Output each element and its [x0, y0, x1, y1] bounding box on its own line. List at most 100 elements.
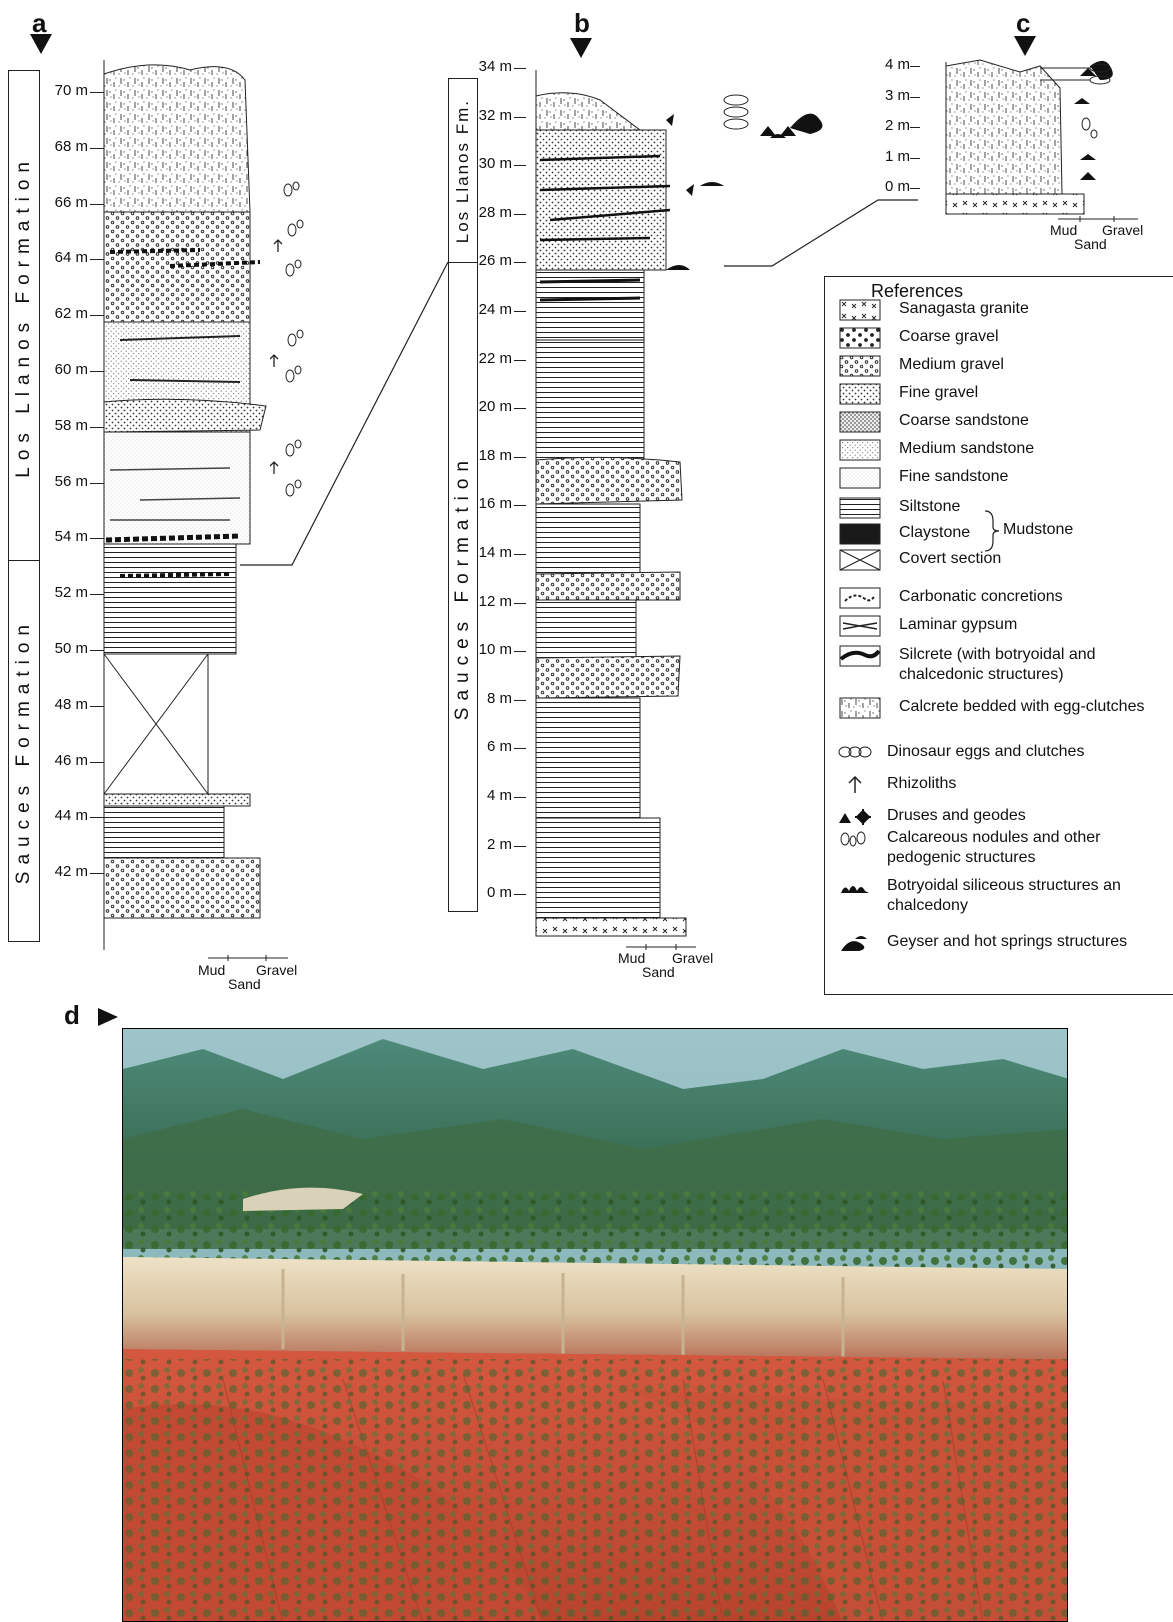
- botryoidal-icon: [841, 886, 869, 893]
- legend-label: Medium gravel: [899, 356, 1004, 373]
- legend-symbol-label: Calcareous nodules and other: [887, 829, 1101, 846]
- grain-mud-b: Mud: [618, 950, 646, 966]
- panel-d-label: d: [64, 1000, 80, 1030]
- axis-tick-label: 8 m: [486, 689, 512, 707]
- axis-tick-mark: [90, 538, 104, 540]
- grain-gravel-c: Gravel: [1102, 222, 1144, 238]
- legend-label: Fine gravel: [899, 384, 979, 401]
- axis-tick-label: 3 m: [884, 86, 910, 104]
- legend-swatch-granite: [839, 299, 881, 321]
- formation-los-llanos-b: Los Llanos Fm.: [448, 78, 478, 264]
- axis-tick-mark: [514, 262, 526, 264]
- legend-swatch-fine-gravel: [839, 383, 881, 405]
- eggs-arrows-c: [1040, 63, 1111, 85]
- axis-tick-label: 20 m: [478, 398, 512, 416]
- legend-swatch-calcrete: [839, 697, 881, 719]
- formation-sauces-b: Sauces Formation: [448, 262, 478, 912]
- formation-los-llanos-a: Los Llanos Formation: [8, 70, 40, 562]
- panel-d-arrow: [98, 1008, 118, 1026]
- symbols-column-a: [270, 181, 304, 497]
- legend-symbol-label: chalcedony: [887, 897, 968, 914]
- axis-tick-mark: [910, 157, 920, 159]
- axis-tick-label: 50 m: [54, 640, 88, 657]
- axis-tick-mark: [514, 311, 526, 312]
- axis-tick-mark: [90, 873, 104, 875]
- legend-label: Silcrete (with botryoidal and: [899, 646, 1096, 663]
- references-title: References: [871, 281, 964, 301]
- axis-tick-mark: [514, 408, 526, 410]
- axis-tick-label: 56 m: [54, 472, 88, 490]
- axis-tick-mark: [90, 650, 104, 651]
- nodules-icon: [840, 831, 866, 847]
- axis-tick-mark: [514, 602, 526, 604]
- legend-label: Calcrete bedded with egg-clutches: [899, 698, 1145, 715]
- legend-label: Laminar gypsum: [899, 616, 1018, 633]
- axis-tick-label: 60 m: [54, 361, 88, 378]
- axis-tick-label: 48 m: [54, 695, 88, 713]
- column-b: [535, 70, 687, 937]
- grain-scale-b: [626, 944, 696, 950]
- legend-swatch-clay: [839, 523, 881, 545]
- axis-tick-label: 32 m: [478, 106, 512, 124]
- axis-tick-label: 58 m: [54, 416, 88, 434]
- axis-tick-label: 52 m: [54, 584, 88, 602]
- legend-label: Covert section: [899, 550, 1002, 567]
- panel-c-label: c: [1016, 8, 1031, 38]
- column-c: [945, 59, 1113, 215]
- legend-swatch-medium-sand: [839, 439, 881, 461]
- axis-tick-mark: [90, 315, 104, 317]
- legend-swatch-coarse-gravel: [839, 327, 881, 349]
- outcrop-photo: [122, 1028, 1068, 1622]
- axis-tick-label: 6 m: [486, 738, 512, 756]
- axis-tick-mark: [514, 68, 526, 69]
- axis-tick-mark: [514, 651, 526, 653]
- legend-symbol-label: Druses and geodes: [887, 807, 1026, 824]
- legend-label: Coarse sandstone: [899, 412, 1029, 429]
- axis-tick-label: 28 m: [478, 203, 512, 221]
- legend-label: Carbonatic concretions: [899, 588, 1063, 605]
- axis-tick-mark: [514, 748, 526, 750]
- column-a: [103, 60, 267, 950]
- grain-mud-c: Mud: [1050, 222, 1078, 238]
- axis-tick-mark: [90, 705, 104, 707]
- grain-sand-b: Sand: [642, 964, 675, 980]
- symbols-column-b: [666, 94, 823, 270]
- axis-tick-label: 44 m: [54, 807, 88, 825]
- legend-swatch-concretions: [839, 587, 881, 609]
- legend-symbol-label: Geyser and hot springs structures: [887, 933, 1128, 950]
- geyser-icon: [841, 936, 867, 951]
- axis-tick-mark: [90, 147, 104, 149]
- formation-sauces-a: Sauces Formation: [8, 560, 40, 942]
- legend-swatch-silt: [839, 497, 881, 519]
- axis-tick-mark: [90, 259, 104, 261]
- axis-tick-mark: [90, 482, 104, 484]
- panel-a-label: a: [32, 8, 47, 38]
- axis-tick-label: 68 m: [54, 137, 88, 155]
- axis-tick-mark: [90, 761, 104, 763]
- axis-tick-label: 66 m: [54, 193, 88, 211]
- axis-tick-label: 2 m: [884, 117, 910, 134]
- mudstone-brace: [984, 510, 1000, 552]
- druse-icon: [839, 809, 871, 825]
- axis-tick-mark: [910, 66, 920, 67]
- axis-tick-label: 0 m: [884, 178, 910, 195]
- axis-tick-label: 4 m: [884, 56, 910, 73]
- eggs-icon: [838, 746, 872, 758]
- axis-tick-mark: [910, 188, 920, 189]
- axis-tick-mark: [514, 699, 526, 701]
- legend-swatch-gypsum: [839, 615, 881, 637]
- axis-tick-label: 62 m: [54, 305, 88, 323]
- legend-label: Claystone: [899, 524, 971, 541]
- axis-tick-mark: [90, 203, 104, 205]
- axis-tick-label: 10 m: [478, 641, 512, 659]
- axis-tick-label: 12 m: [478, 592, 512, 610]
- legend-label: chalcedonic structures): [899, 666, 1064, 683]
- legend-swatch-silcrete: [839, 645, 881, 667]
- axis-tick-label: 18 m: [478, 446, 512, 464]
- axis-tick-mark: [90, 426, 104, 428]
- legend-label: Fine sandstone: [899, 468, 1009, 485]
- grain-scale-a: [208, 955, 288, 961]
- legend-label: Coarse gravel: [899, 328, 999, 345]
- legend-label: Sanagasta granite: [899, 300, 1029, 317]
- axis-tick-mark: [514, 213, 526, 215]
